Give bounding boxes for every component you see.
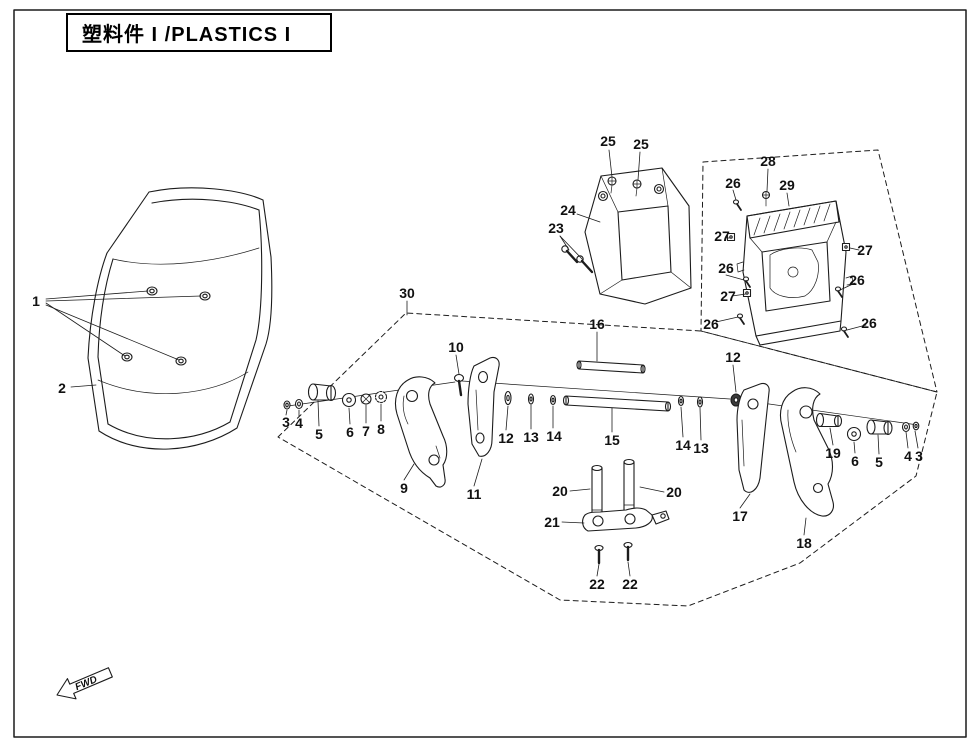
callout-26-2: 26 [718, 260, 734, 276]
callout-5-right: 5 [875, 454, 883, 470]
callout-11: 11 [466, 486, 482, 502]
callout-3-right: 3 [915, 448, 923, 464]
callout-8: 8 [377, 421, 385, 437]
callout-5-left: 5 [315, 426, 323, 442]
callout-9: 9 [400, 480, 408, 496]
callout-12-right: 12 [725, 349, 741, 365]
callout-7: 7 [362, 423, 370, 439]
callout-21: 21 [544, 514, 560, 530]
callout-30: 30 [399, 285, 415, 301]
callout-12-left: 12 [498, 430, 514, 446]
callout-25-left: 25 [600, 133, 616, 149]
callout-26-1: 26 [725, 175, 741, 191]
callout-23: 23 [548, 220, 564, 236]
callout-16: 16 [589, 316, 605, 332]
callout-15: 15 [604, 432, 620, 448]
callout-20-right: 20 [666, 484, 682, 500]
callout-29: 29 [779, 177, 795, 193]
callout-6-left: 6 [346, 424, 354, 440]
callout-18: 18 [796, 535, 812, 551]
callout-27-2: 27 [720, 288, 736, 304]
callout-leaders [45, 149, 919, 577]
page-title: 塑料件 I /PLASTICS I [82, 24, 292, 46]
callout-26-3: 26 [703, 316, 719, 332]
callout-19: 19 [825, 445, 841, 461]
callout-1: 1 [32, 293, 40, 309]
center-assembly-drawing [394, 356, 920, 565]
housing-drawing [726, 190, 854, 346]
callout-27-3: 27 [857, 242, 873, 258]
callout-26-4: 26 [849, 272, 865, 288]
left-hardware-drawing [283, 383, 388, 410]
fwd-arrow: FWD [56, 667, 113, 700]
callout-6-right: 6 [851, 453, 859, 469]
title-box: 塑料件 I /PLASTICS I [66, 13, 332, 52]
callout-14-right: 14 [675, 437, 691, 453]
callout-13-left: 13 [523, 429, 539, 445]
callout-2: 2 [58, 380, 66, 396]
callout-3-left: 3 [282, 414, 290, 430]
callout-28: 28 [760, 153, 776, 169]
callout-17: 17 [732, 508, 748, 524]
callout-4-right: 4 [904, 448, 912, 464]
callout-13-right: 13 [693, 440, 709, 456]
windshield-drawing [87, 187, 273, 450]
page-border [13, 9, 967, 738]
callout-22-right: 22 [622, 576, 638, 592]
callout-22-left: 22 [589, 576, 605, 592]
callout-10: 10 [448, 339, 464, 355]
dashed-boundary [277, 149, 938, 607]
callout-27-1: 27 [714, 228, 730, 244]
callout-25-right: 25 [633, 136, 649, 152]
fwd-label: FWD [74, 674, 99, 693]
callout-20-left: 20 [552, 483, 568, 499]
callout-24: 24 [560, 202, 576, 218]
callout-4-left: 4 [295, 415, 303, 431]
top-bracket-drawing [561, 167, 692, 305]
callout-14-left: 14 [546, 428, 562, 444]
callout-26-5: 26 [861, 315, 877, 331]
